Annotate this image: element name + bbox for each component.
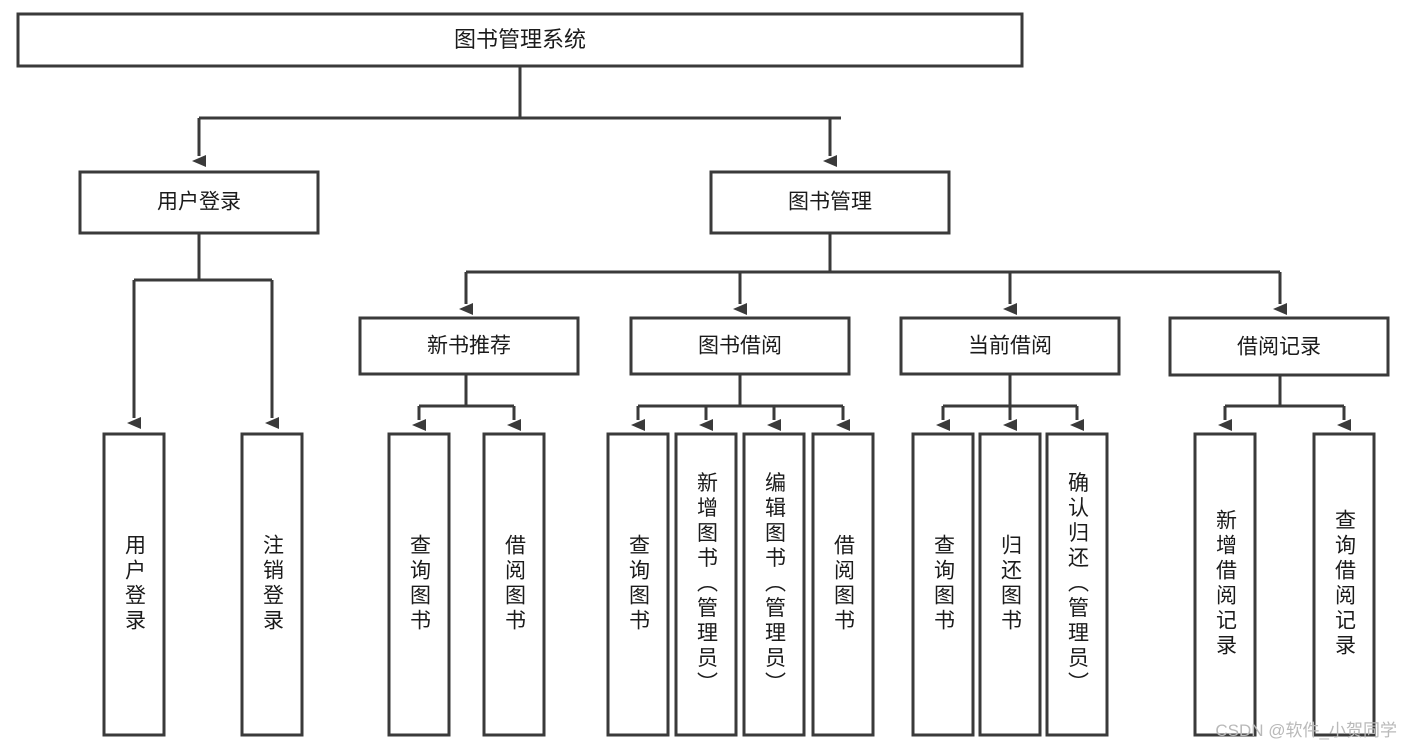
leaf-borrow-query-book[interactable]: 查询图书	[606, 432, 670, 737]
leaf-logout[interactable]: 注销登录	[240, 432, 304, 737]
connector-currentborrow-to-leaves	[936, 374, 1084, 431]
node-new-book-recommend-label: 新书推荐	[427, 335, 511, 358]
leaf-current-confirm-return-label: 确认归还（管理员）	[1066, 472, 1090, 697]
leaf-borrow-edit-book-label: 编辑图书（管理员）	[763, 472, 787, 697]
leaf-current-return-book[interactable]: 归还图书	[978, 432, 1042, 737]
leaf-current-query-book[interactable]: 查询图书	[911, 432, 975, 737]
leaf-borrow-borrow-book-label: 借阅图书	[832, 534, 856, 634]
node-new-book-recommend[interactable]: 新书推荐	[358, 316, 580, 376]
node-user-login-label: 用户登录	[157, 191, 241, 214]
node-borrow-record-label: 借阅记录	[1237, 336, 1321, 359]
leaf-record-query[interactable]: 查询借阅记录	[1312, 432, 1376, 737]
leaf-newbook-borrow-book-label: 借阅图书	[503, 534, 527, 634]
node-root-label: 图书管理系统	[454, 27, 586, 52]
node-current-borrow-label: 当前借阅	[968, 335, 1052, 358]
connector-userlogin-to-leaves	[127, 233, 279, 429]
connector-bookmgmt-to-level3	[459, 233, 1287, 315]
connector-newbook-to-leaves	[412, 374, 521, 431]
leaf-user-login-label: 用户登录	[123, 534, 147, 634]
leaf-borrow-add-book[interactable]: 新增图书（管理员）	[674, 432, 738, 737]
leaf-newbook-query-book[interactable]: 查询图书	[387, 432, 451, 737]
leaf-logout-label: 注销登录	[261, 534, 285, 634]
leaf-current-confirm-return[interactable]: 确认归还（管理员）	[1045, 432, 1109, 737]
leaf-record-query-label: 查询借阅记录	[1333, 509, 1357, 659]
node-book-management-label: 图书管理	[788, 191, 872, 214]
node-borrow-record[interactable]: 借阅记录	[1168, 316, 1390, 377]
node-root[interactable]: 图书管理系统	[16, 12, 1024, 68]
leaf-user-login[interactable]: 用户登录	[102, 432, 166, 737]
leaf-record-add[interactable]: 新增借阅记录	[1193, 432, 1257, 737]
leaf-borrow-edit-book[interactable]: 编辑图书（管理员）	[742, 432, 806, 737]
node-book-management[interactable]: 图书管理	[709, 170, 951, 235]
leaf-newbook-query-book-label: 查询图书	[408, 534, 432, 634]
node-book-borrow-label: 图书借阅	[698, 335, 782, 358]
connector-borrowrecord-to-leaves	[1218, 375, 1351, 431]
node-current-borrow[interactable]: 当前借阅	[899, 316, 1121, 376]
leaf-current-return-book-label: 归还图书	[999, 534, 1023, 634]
node-user-login[interactable]: 用户登录	[78, 170, 320, 235]
leaf-borrow-borrow-book[interactable]: 借阅图书	[811, 432, 875, 737]
leaf-newbook-borrow-book[interactable]: 借阅图书	[482, 432, 546, 737]
leaf-borrow-add-book-label: 新增图书（管理员）	[695, 472, 719, 697]
connector-root-to-level2	[192, 66, 841, 167]
leaf-record-add-label: 新增借阅记录	[1214, 509, 1238, 659]
leaf-current-query-book-label: 查询图书	[932, 534, 956, 634]
connector-bookborrow-to-leaves	[631, 374, 850, 431]
leaf-borrow-query-book-label: 查询图书	[627, 534, 651, 634]
node-book-borrow[interactable]: 图书借阅	[629, 316, 851, 376]
